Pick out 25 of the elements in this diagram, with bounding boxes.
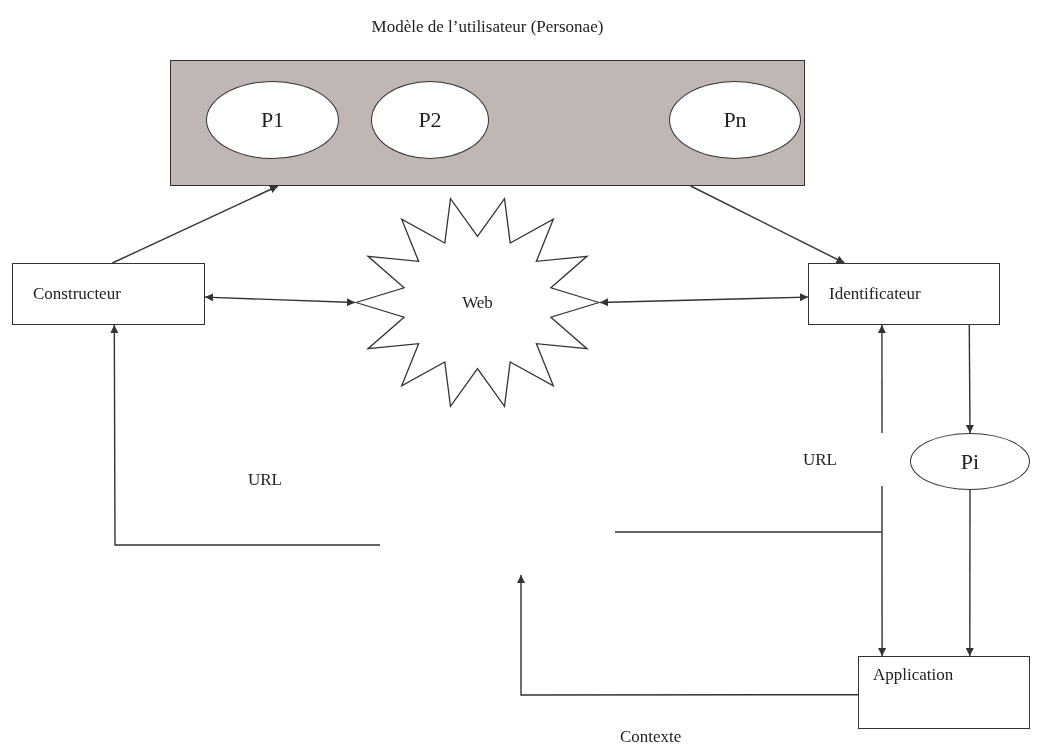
flow-label: URL [248, 470, 282, 490]
node-label: Application [873, 665, 954, 685]
panel-heading: Modèle de l’utilisateur (Personae) [370, 17, 605, 37]
node-label: Pn [723, 107, 747, 133]
arrow [965, 489, 974, 657]
process-box [858, 656, 1030, 729]
arrow [110, 324, 381, 546]
node-label: Identificateur [829, 284, 921, 304]
process-box [12, 263, 205, 325]
process-box [808, 263, 1000, 325]
arrow [204, 293, 356, 307]
node-label: Pi [960, 448, 980, 475]
arrow [111, 185, 279, 264]
node-label: P2 [418, 107, 442, 133]
node-label: Web [462, 292, 493, 313]
arrow [877, 324, 886, 434]
arrow [599, 293, 809, 307]
node-label: Constructeur [33, 284, 121, 304]
arrow [614, 485, 887, 657]
arrow [690, 185, 846, 264]
arrow [965, 324, 974, 434]
arrow [517, 574, 859, 696]
flow-label: Contexte [620, 727, 682, 747]
node-label: P1 [260, 107, 285, 133]
flow-label: URL [803, 450, 837, 470]
